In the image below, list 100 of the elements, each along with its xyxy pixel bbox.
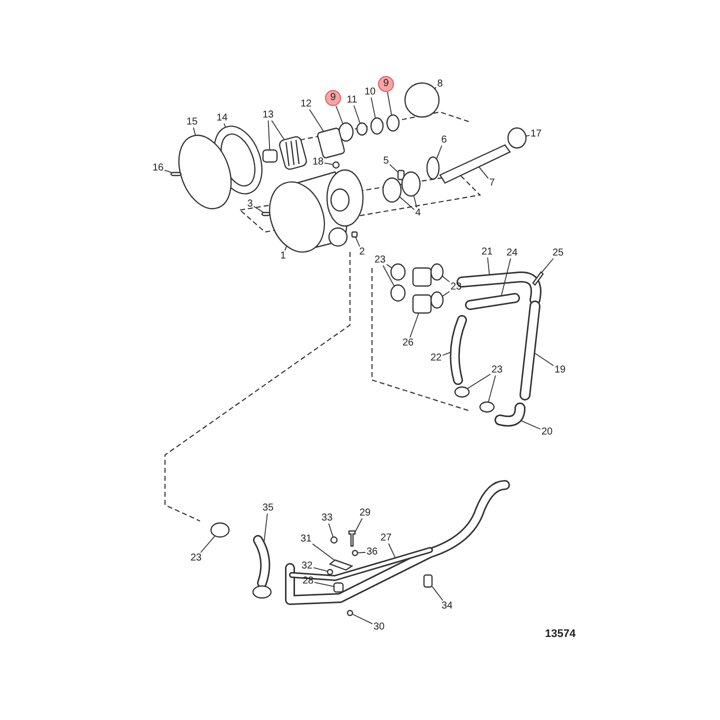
callout-number: 25 [551,248,565,258]
leader-line [541,258,554,273]
callout-number: 9 [378,76,394,92]
leader-line [487,257,490,275]
callout-number: 7 [488,178,496,188]
leader-line [442,352,450,356]
fitting [351,231,358,238]
leader-line [386,264,392,268]
leader-line [271,120,284,140]
leader-line [200,536,216,553]
callout-number: 35 [261,502,275,514]
leader-line [314,582,334,587]
callout-number: 28 [301,576,315,586]
leader-line [500,258,512,296]
hose-coupler [412,294,432,314]
hose-clamp [390,284,406,302]
callout-number: 6 [440,134,448,146]
leader-line [478,166,489,179]
leader-line [355,236,360,247]
figure-number: 13574 [545,628,576,640]
callout-number: 23 [189,552,203,564]
callout-number: 31 [299,534,313,544]
callout-number: 21 [480,246,494,258]
leader-line [442,291,450,296]
leader-line [399,196,415,210]
leader-line [268,120,270,150]
callout-number: 10 [363,86,377,98]
callout-number: 1 [279,250,287,262]
callout-number: 29 [358,508,372,518]
callout-number: 20 [540,426,554,438]
leader-line [410,313,420,338]
leader-line [284,246,287,251]
callout-number: 26 [401,338,415,348]
callout-number: 16 [151,162,165,174]
pipe [520,300,540,400]
hose-coupler [412,267,432,287]
leader-line [467,374,491,389]
hose-clamp [390,263,406,281]
callout-number: 30 [372,622,386,632]
hose-clamp [454,386,470,398]
callout-number: 11 [346,94,358,106]
callout-number: 8 [436,78,444,90]
o-ring [507,127,527,149]
hose-clamp [210,522,230,538]
callout-number: 32 [300,560,314,572]
callout-number: 24 [505,248,519,258]
leader-line [434,86,437,89]
callout-number: 19 [553,364,567,376]
leader-line [312,543,335,560]
leader-line [389,164,398,172]
leader-line [224,123,226,128]
leader-line [313,567,328,572]
leader-line [413,195,418,208]
leader-line [442,276,450,282]
callout-number: 23 [449,282,463,292]
leader-line [488,375,496,402]
callout-number: 34 [440,600,454,612]
leader-line [534,352,554,366]
leader-line [264,513,268,542]
leader-line [386,92,392,116]
leader-line [382,265,394,286]
seal-ring [356,122,368,136]
hose [450,315,467,385]
leader-line [309,109,324,132]
leader-line [388,543,396,558]
leader-line [355,518,363,532]
callout-number: 17 [529,128,543,140]
bracket [328,559,354,571]
leader-line [358,552,366,554]
leader-line [164,170,172,173]
leader-line [352,614,373,624]
leader-line [436,145,442,159]
callout-number: 33 [320,512,334,524]
leader-line [526,134,530,137]
leader-line [521,420,541,430]
leader-line [432,586,444,601]
shaft-sleeve [397,170,405,180]
bushing [262,149,278,163]
callout-number: 23 [373,254,387,266]
callout-number: 2 [358,246,366,258]
shaft [439,144,511,184]
callout-number: 22 [429,352,443,364]
bearing [382,177,402,203]
elbow-hose [494,402,526,427]
hose [253,535,270,588]
screw [532,271,544,286]
callout-number: 14 [215,112,229,124]
plug [332,161,340,169]
callout-number: 15 [185,116,199,128]
hose [465,293,520,310]
pump-housing [269,169,364,253]
callout-number: 36 [365,546,379,558]
callout-number: 13 [261,110,275,120]
callout-number: 18 [311,156,325,168]
leader-line [192,127,196,136]
callout-number: 27 [379,532,393,544]
leader-line [370,97,376,119]
leader-line [324,162,333,165]
callout-number: 12 [299,98,313,110]
hose-clamp [252,585,272,599]
